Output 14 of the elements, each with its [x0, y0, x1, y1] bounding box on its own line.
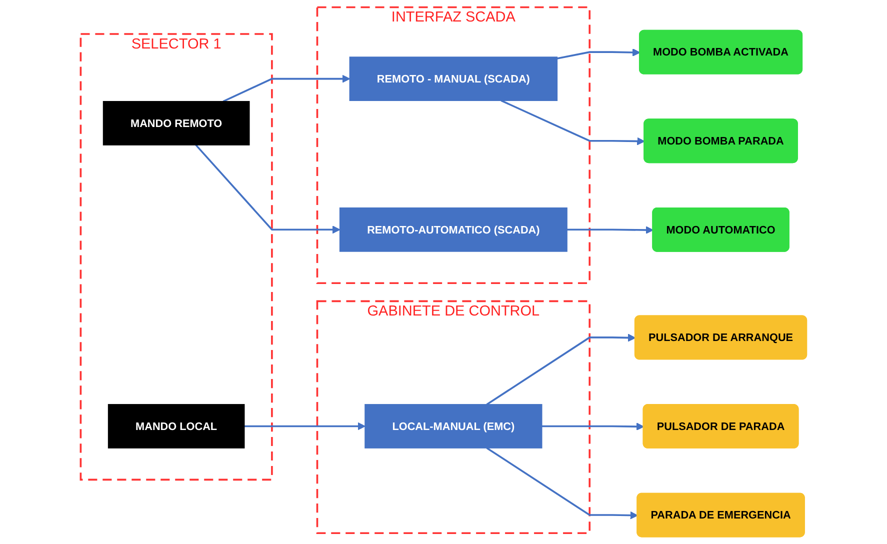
node-box: REMOTO - MANUAL (SCADA): [349, 56, 558, 101]
arrow: [486, 447, 638, 520]
arrow: [486, 334, 636, 406]
arrow: [556, 48, 640, 60]
arrow: [222, 74, 350, 102]
arrow: [195, 144, 340, 234]
arrow: [542, 422, 644, 431]
node-box: MANDO LOCAL: [108, 404, 245, 448]
node-box: REMOTO-AUTOMATICO (SCADA): [339, 207, 568, 252]
node-box: LOCAL-MANUAL (EMC): [364, 404, 542, 448]
arrow: [244, 422, 366, 430]
arrow: [566, 226, 654, 234]
arrow: [500, 100, 645, 146]
node-box: MANDO REMOTO: [102, 101, 250, 146]
